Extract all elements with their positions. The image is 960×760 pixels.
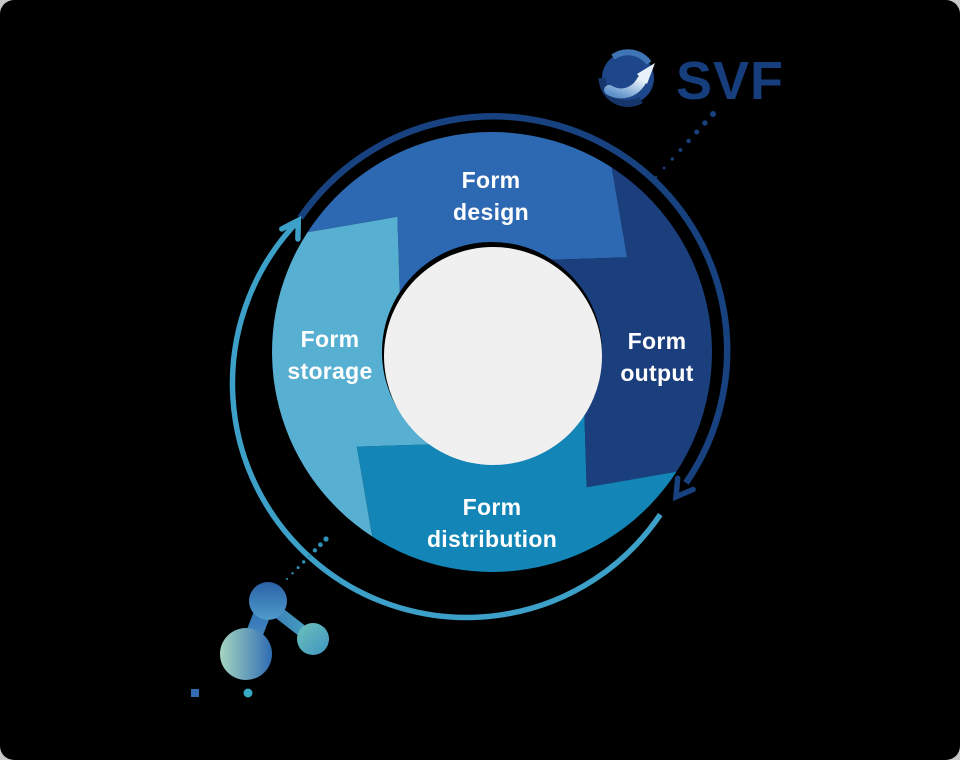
wordmark-round-dot xyxy=(243,688,253,698)
dot xyxy=(323,536,329,542)
dotted-connector-svf xyxy=(654,111,716,179)
cycle-segments xyxy=(272,132,712,572)
dot xyxy=(678,148,683,152)
dotted-connector-molecule xyxy=(286,536,329,580)
wordmark-square-dot xyxy=(191,689,199,697)
svf-globe-arrow-icon xyxy=(598,49,655,107)
dot xyxy=(662,166,666,170)
dot xyxy=(670,157,674,161)
svf-icon-arrowhead xyxy=(637,63,655,84)
svf-icon-shadow-arc xyxy=(598,77,643,107)
molecule-blob-right xyxy=(297,623,329,655)
dot xyxy=(702,120,708,126)
svf-icon-highlight-arc xyxy=(611,49,652,65)
cycle-center-disc xyxy=(384,247,602,465)
dot xyxy=(286,578,288,580)
ring-arrowhead-light xyxy=(279,215,302,242)
dot xyxy=(302,560,306,564)
dot xyxy=(312,548,318,553)
dot xyxy=(296,566,300,570)
molecule-blob-top xyxy=(249,582,287,620)
dot xyxy=(318,542,323,548)
segment-form-storage xyxy=(272,216,433,537)
dot xyxy=(307,554,312,559)
molecule-brand-logo xyxy=(191,582,329,698)
dotted-connectors xyxy=(286,111,716,580)
dot xyxy=(686,138,691,144)
segment-form-design xyxy=(307,132,628,293)
svf-icon-swoosh xyxy=(604,75,647,99)
svf-logo-text: SVF xyxy=(676,51,785,111)
dot xyxy=(654,175,658,179)
cycle-ring-arrows xyxy=(229,113,731,621)
ring-arrow-light xyxy=(229,219,663,621)
segment-form-distribution xyxy=(356,411,677,572)
ring-arrow-dark xyxy=(297,113,731,485)
segment-form-output xyxy=(551,167,712,488)
dot xyxy=(291,572,294,575)
dot xyxy=(710,111,716,117)
dot xyxy=(694,129,700,135)
ring-arrowhead-dark xyxy=(672,475,696,502)
molecule-blob-left xyxy=(220,628,272,680)
